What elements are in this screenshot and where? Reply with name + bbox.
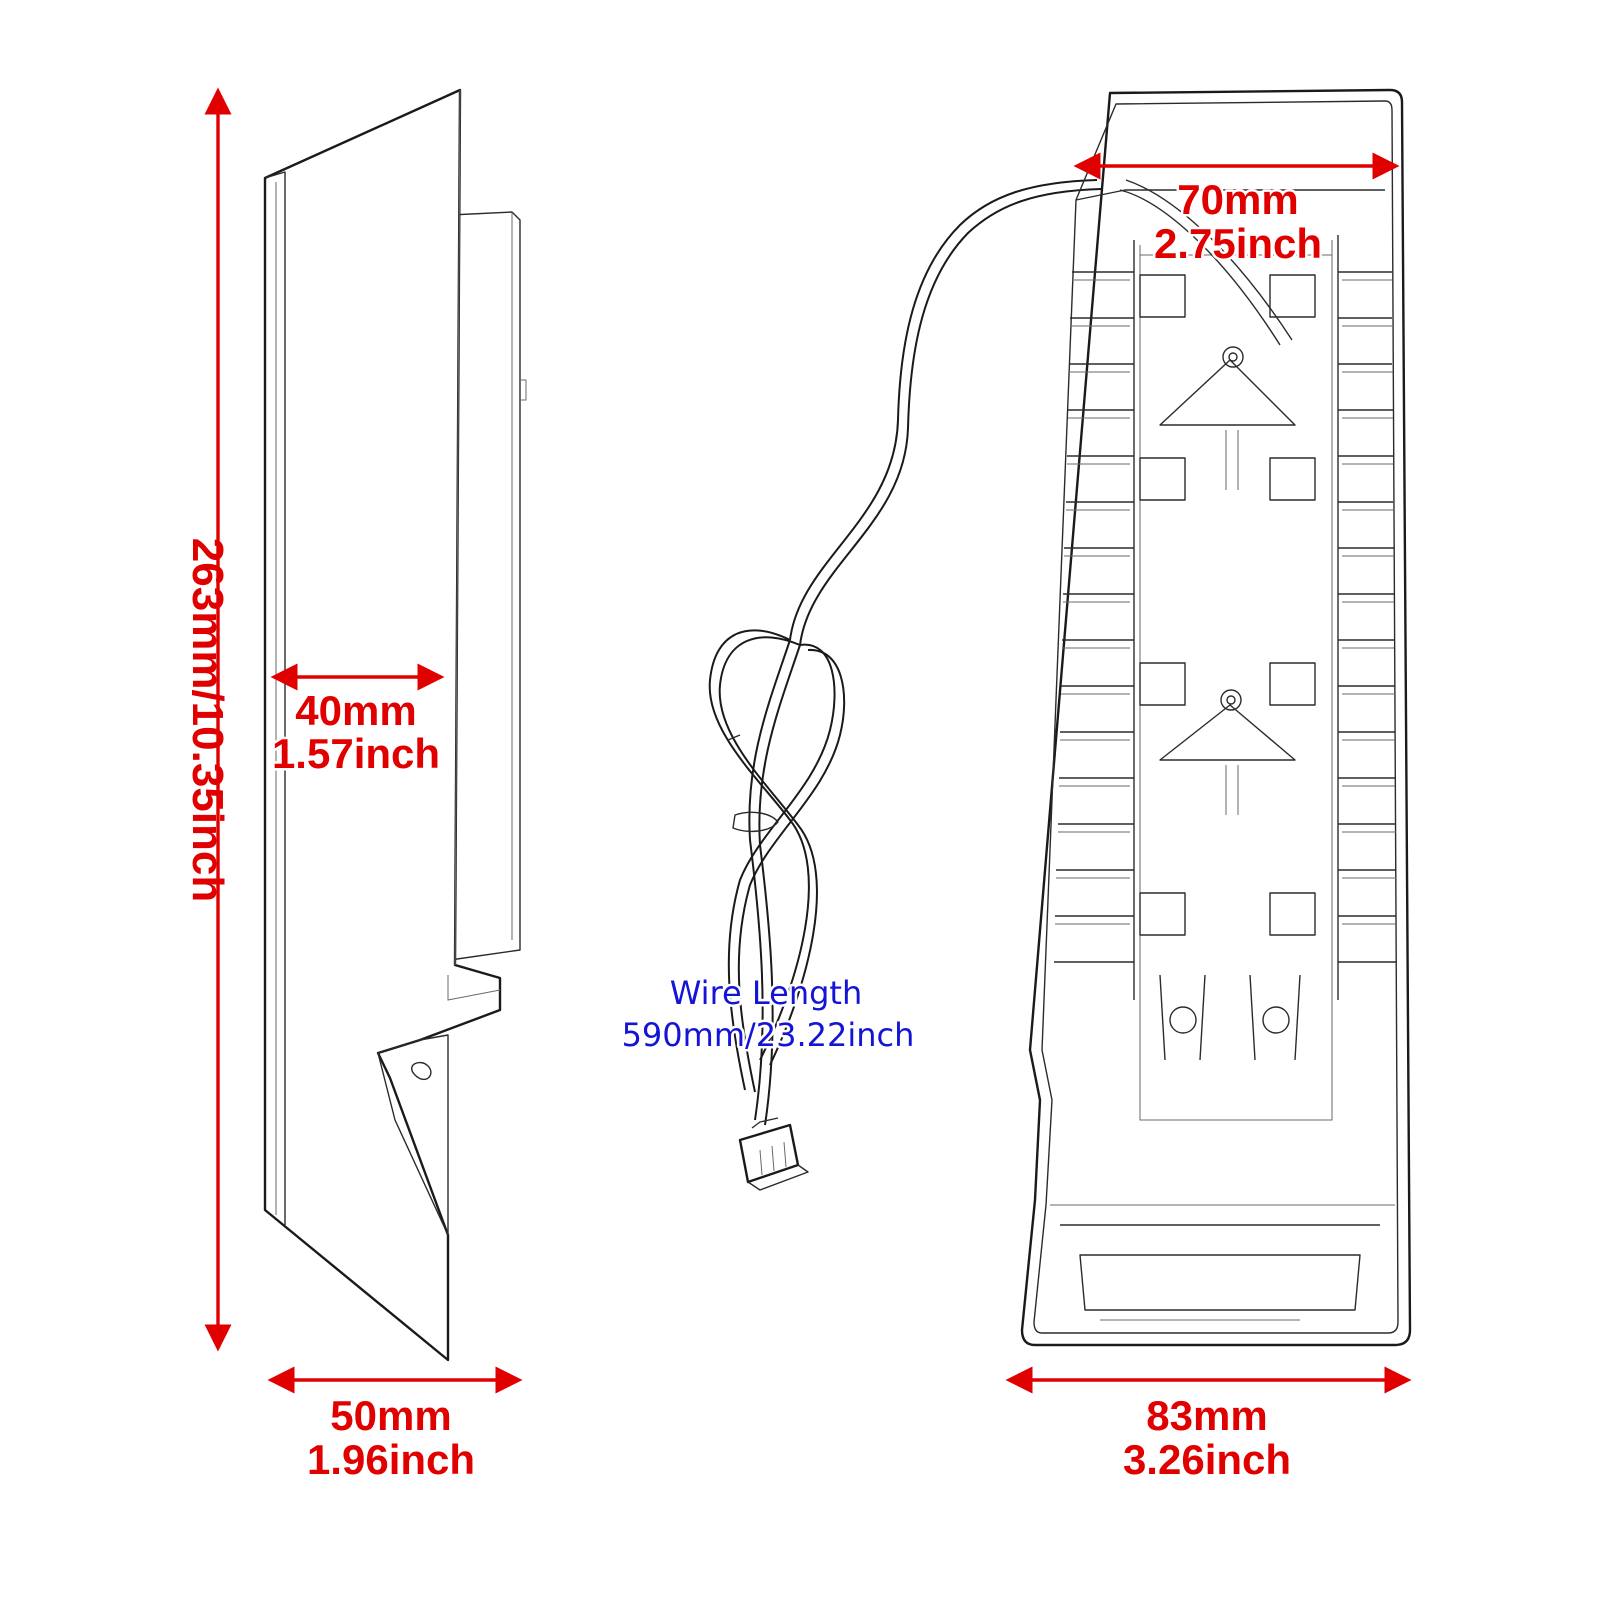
- back-view-housing: [1020, 88, 1412, 1347]
- wire-harness: [708, 179, 1102, 1191]
- side-depth-inch-label: 1.57inch: [272, 730, 440, 777]
- top-width-inch-label: 2.75inch: [1154, 220, 1322, 267]
- side-depth-mm-label: 40mm: [295, 687, 416, 734]
- connector-icon: [738, 1117, 809, 1191]
- wire-length-value: 590mm/23.22inch: [622, 1016, 915, 1054]
- lower-boss: [1159, 689, 1296, 815]
- mount-hole-icon: [411, 1061, 432, 1081]
- side-width-inch-label: 1.96inch: [307, 1436, 475, 1483]
- height-label: 263mm/10.35inch: [183, 538, 232, 902]
- back-view: [1020, 88, 1412, 1347]
- wire-length-title: Wire Length: [670, 974, 863, 1012]
- bottom-width-mm-label: 83mm: [1146, 1392, 1267, 1439]
- cable-tie: [732, 811, 779, 833]
- side-view-rear-box: [449, 211, 521, 961]
- side-width-mm-label: 50mm: [330, 1392, 451, 1439]
- left-ribs: [1054, 271, 1134, 963]
- bottom-features: [1050, 974, 1395, 1321]
- wire-grommet: [1119, 179, 1293, 346]
- upper-boss: [1159, 346, 1296, 490]
- top-width-mm-label: 70mm: [1177, 176, 1298, 223]
- dimension-arrows: [204, 87, 1412, 1394]
- bottom-width-inch-label: 3.26inch: [1123, 1436, 1291, 1483]
- mount-pads: [1139, 274, 1316, 936]
- side-view: [263, 88, 527, 1362]
- right-ribs: [1338, 271, 1396, 963]
